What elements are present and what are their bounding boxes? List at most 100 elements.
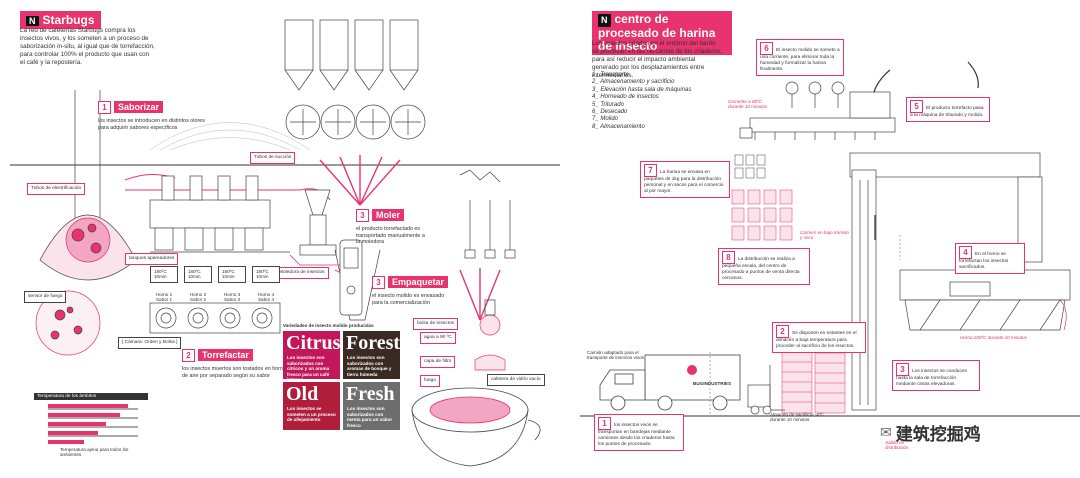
oven-labels: Horno 1 Sabor 1 Horno 2 Sabor 2 Horno 3 …: [150, 292, 280, 303]
oven-label: Horno 3 Sabor 3: [223, 292, 241, 303]
flavor-text: Los insectos son saborizados con menta p…: [347, 406, 393, 428]
packages: [731, 189, 793, 241]
step-text: El producto torrefacto pasa a la máquina…: [910, 106, 984, 118]
flavor-chamber: [39, 90, 137, 281]
dryers: [785, 81, 845, 108]
list-item: 8_ Almacenamiento: [592, 123, 645, 130]
silos: [284, 19, 426, 140]
flavor-poster-citrus: Citrus Los insectos son saborizados con …: [283, 331, 340, 379]
flavor-grid: Citrus Los insectos son saborizados con …: [283, 331, 401, 430]
label-capa: capa de filtro: [420, 356, 456, 368]
forklift: [747, 365, 785, 415]
label-corriente: Corriente a 80ºC durante 10 minutos: [728, 99, 768, 110]
temp-label: 180ºC 10min: [184, 266, 212, 283]
left-intro: La red de cafeterías Starbugs compra los…: [20, 27, 155, 66]
temp-label: 180ºC 10min: [252, 266, 280, 283]
flavor-name: Fresh: [346, 383, 395, 405]
right-header-title: centro de procesado de harina de insecto: [598, 12, 716, 53]
coffee-cup: [411, 387, 541, 467]
step-text: Los insectos se conducen hasta la sala d…: [896, 369, 968, 387]
watermark: ✉ 建筑挖掘鸡: [880, 420, 981, 445]
step-number: 2: [776, 325, 789, 338]
flavor-text: Los insectos se someten a un proceso de …: [287, 406, 336, 423]
temp-labels: 180ºC 10min 180ºC 10min 180ºC 10min 180º…: [150, 266, 280, 283]
label-moledora: Moledora de insectos: [275, 267, 329, 279]
right-step-list: 1_ Transporte 2_ Almacenamiento y sacrif…: [592, 72, 722, 131]
step-number: 7: [644, 164, 657, 177]
starbugs-diagram: [10, 19, 560, 467]
step-text: Se disponen en estantes en el almacén a …: [776, 331, 857, 349]
list-item: 6_ Desecado: [592, 109, 628, 116]
chart-title: Temperatura de los ámbitos: [34, 393, 148, 400]
oven-label: Horno 2 Sabor 2: [189, 292, 207, 303]
list-item: 2_ Almacenamiento y sacrificio: [592, 79, 675, 86]
bag-dispenser: [339, 239, 363, 316]
step-number: 2: [182, 349, 195, 362]
step-number: 4: [959, 246, 972, 259]
watermark-text: 建筑挖掘鸡: [895, 425, 981, 444]
list-item: 3_ Elevación hasta sala de máquinas: [592, 86, 692, 93]
label-brand: BUGINDUSTRIES: [693, 381, 732, 386]
temp-label: 180ºC 10min: [218, 266, 246, 283]
oven-label: Horno 1 Sabor 1: [155, 292, 173, 303]
flavor-poster-old: Old Los insectos se someten a un proceso…: [283, 382, 340, 430]
temperature-chart: [48, 404, 128, 444]
step-title: Empaquetar: [388, 276, 449, 288]
detail-circle: [35, 290, 101, 356]
processing-diagram: [580, 61, 1080, 417]
chart-note: Temperatura ajena para todos los ambient…: [60, 447, 129, 458]
oven-label: Horno 4 Sabor 4: [257, 292, 275, 303]
step-number: 1: [598, 417, 611, 430]
list-item: 1_ Transporte: [592, 72, 629, 78]
label-bolsa: bolsa de insectos: [413, 318, 459, 330]
label-sensor: sensor de fuego: [24, 291, 67, 303]
section-number-icon: N: [598, 14, 611, 27]
label-camion: Camión adaptado para el transporte de in…: [587, 350, 644, 361]
label-tubos: Tubos de electrificación: [27, 183, 86, 195]
step-text: La harina se envasa en paquetes de 1kg p…: [644, 170, 724, 194]
step-text: el producto torrefactado es transportado…: [356, 226, 425, 246]
label-tanques: tanques apareadores: [125, 253, 179, 265]
step-title: Moler: [372, 209, 405, 221]
flavor-text: Los insectos son saborizados con aromas …: [347, 355, 392, 377]
step-text: los insectos se introducen en distintos …: [98, 118, 205, 131]
flavor-poster-forest: Forest Los insectos son saborizados con …: [343, 331, 400, 379]
step-text: En el horno se torrefactan los insectos …: [959, 252, 1009, 270]
flavor-name: Forest: [346, 332, 400, 354]
label-horno: [ Cámara: Orden y Bolsa ]: [118, 337, 182, 349]
flavors-title: Variedades de insecto molido producidas: [283, 323, 374, 328]
left-header-title: Starbugs: [42, 13, 95, 27]
step-number: 3: [896, 363, 909, 376]
step-number: 3: [356, 209, 369, 222]
flavor-name: Citrus: [286, 332, 340, 354]
list-item: 5_ Triturado: [592, 101, 624, 108]
flavor-tanks: [149, 175, 290, 253]
label-almacen: Almacén de sacrificio -4ºC durante 10 mi…: [770, 412, 824, 423]
flavor-poster-fresh: Fresh Los insectos son saborizados con m…: [343, 382, 400, 430]
label-agua: agua a 90 ºC: [420, 332, 456, 344]
step-text: el insecto molido es envasado para la co…: [372, 293, 445, 306]
label-carrier: Carriers en bajo tránsito y seco: [800, 230, 850, 241]
step-text: La distribución se realiza a pequeña esc…: [722, 257, 800, 281]
right-intro: Los insectos criados en el entorno del b…: [592, 40, 722, 79]
temp-label: 180ºC 10min: [150, 266, 178, 283]
step-title: Saborizar: [114, 101, 164, 113]
label-cafetera: cafetera de vidrio vacío: [487, 374, 545, 386]
oven-building: [899, 269, 1071, 331]
label-tubos-succion: Tubos de succión: [250, 152, 296, 164]
section-number-icon: N: [26, 16, 39, 26]
step-title: Torrefactar: [198, 349, 253, 361]
